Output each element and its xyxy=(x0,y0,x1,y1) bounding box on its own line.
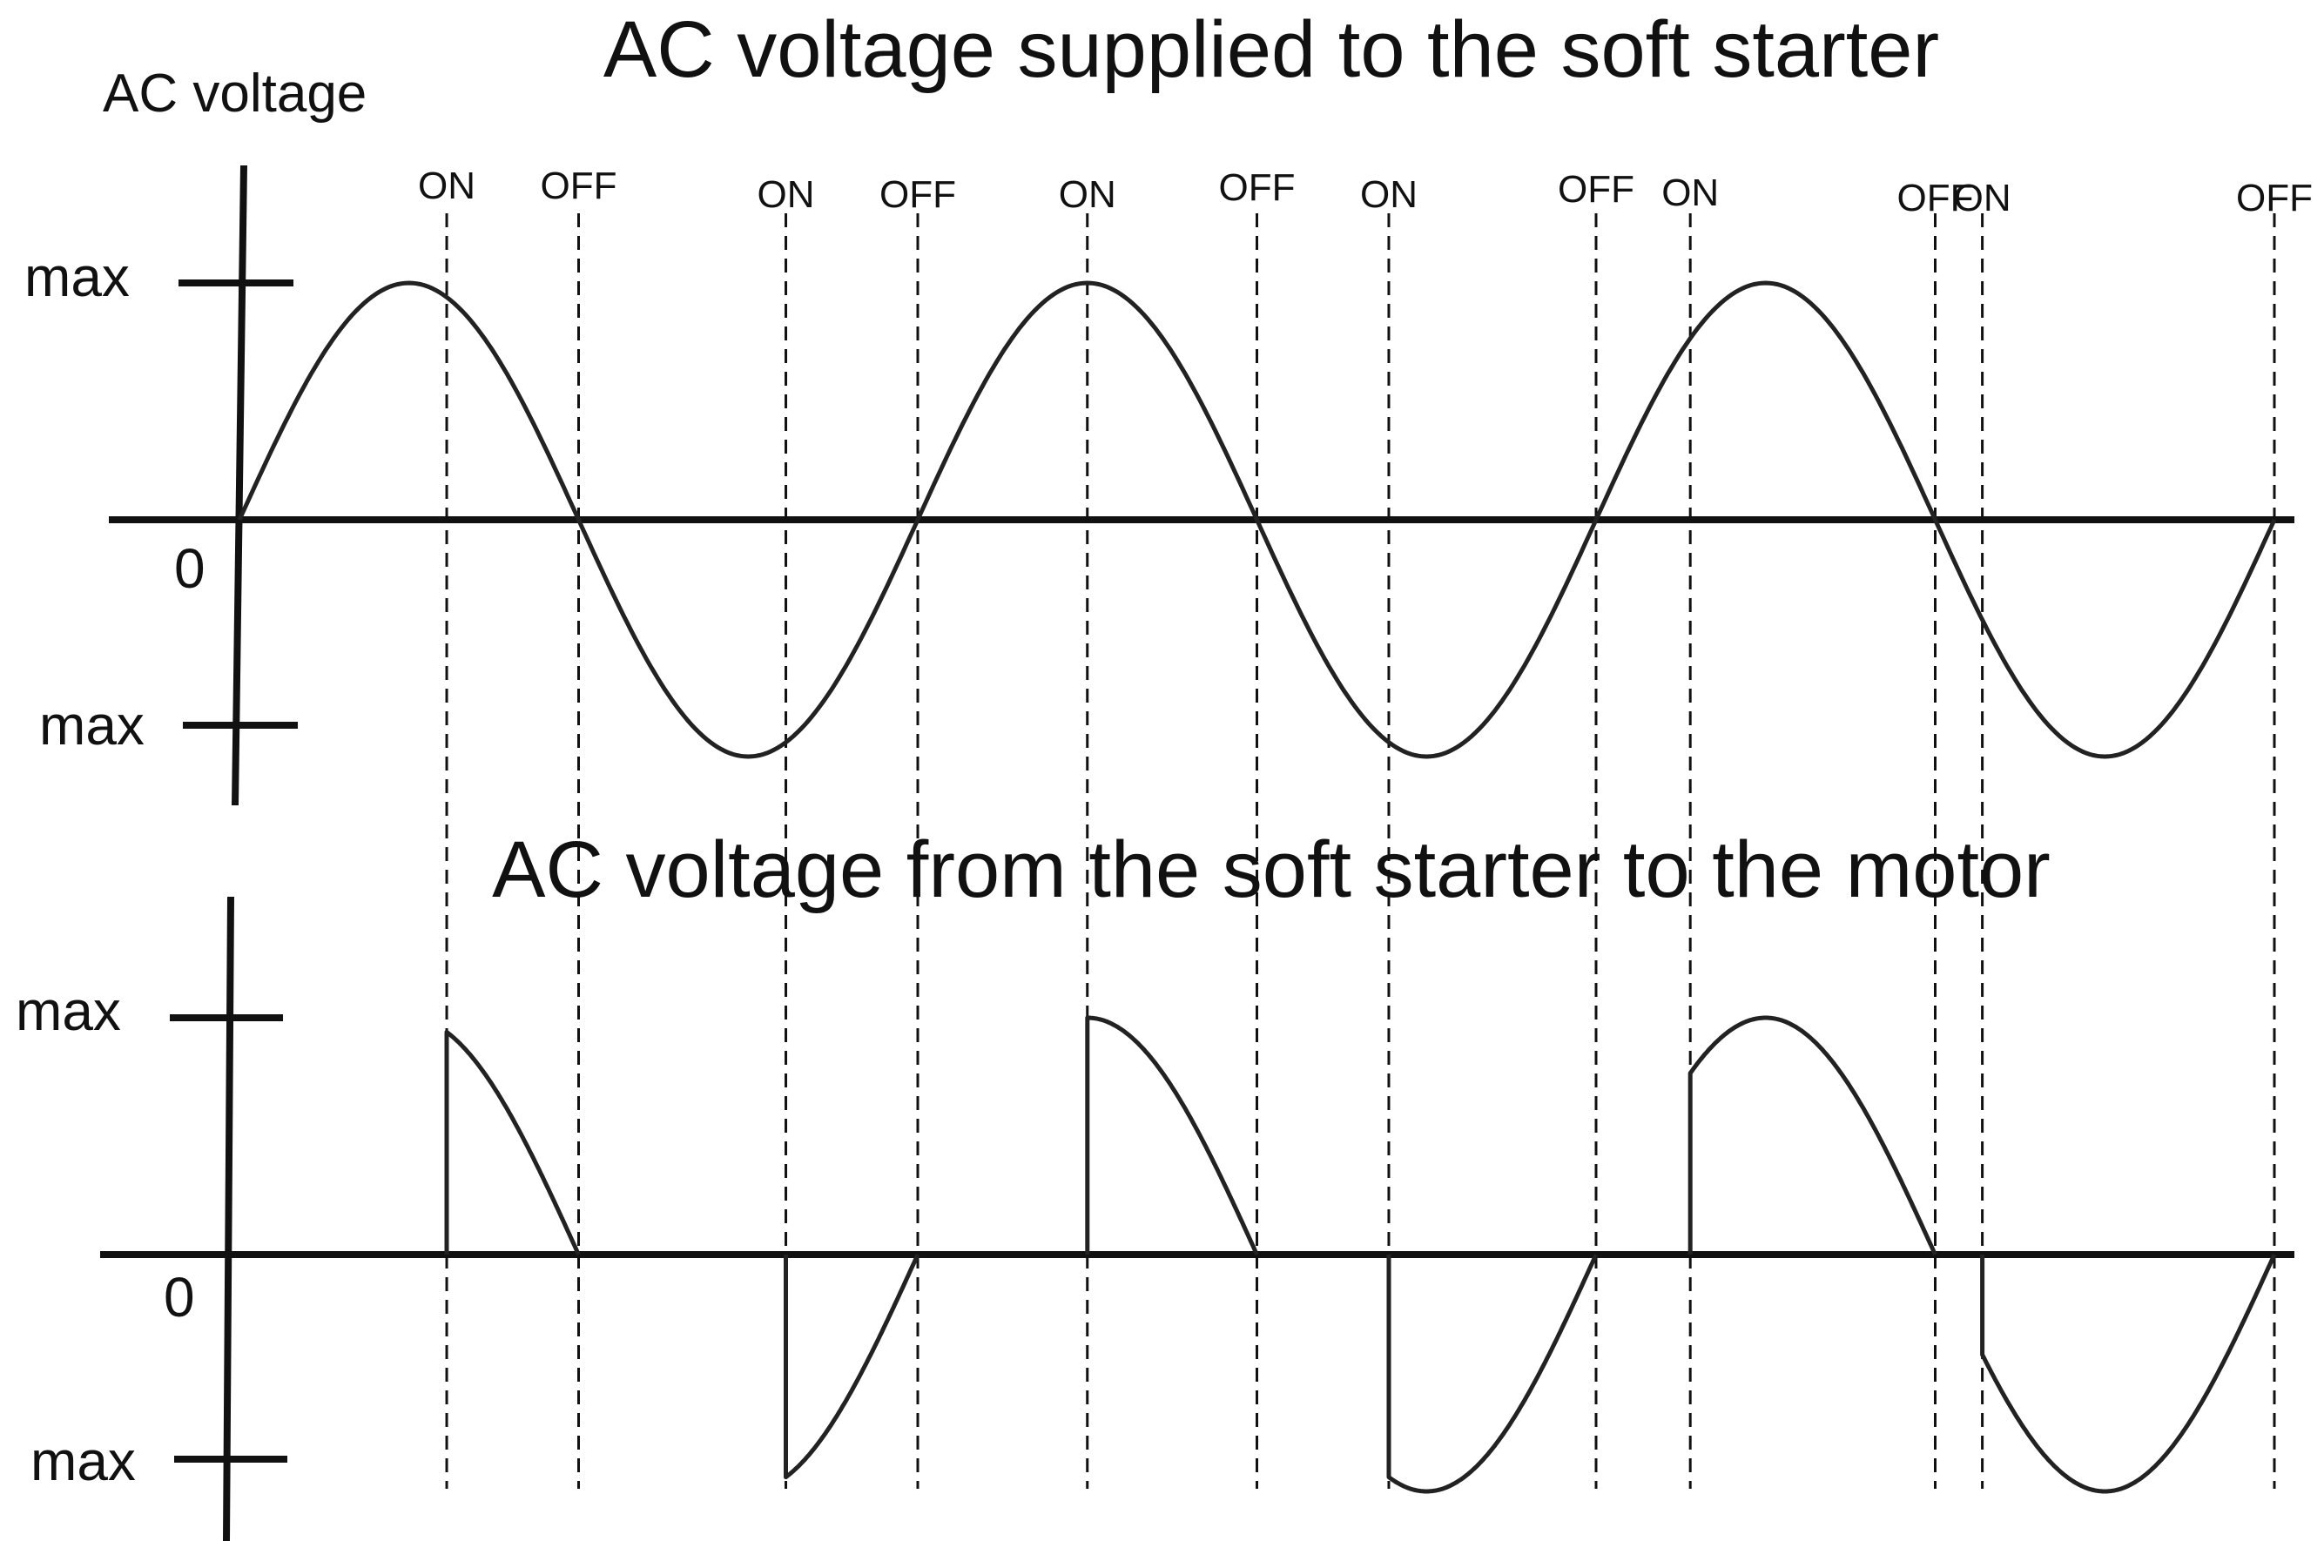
motor-voltage-segment xyxy=(1980,1253,2277,1494)
off-marker-label: OFF xyxy=(541,165,617,207)
motor-voltage-segment xyxy=(444,1029,581,1256)
off-marker-label: OFF xyxy=(2236,177,2313,219)
motor-voltage-segment xyxy=(1687,1015,1937,1256)
off-marker-label: OFF xyxy=(879,173,956,216)
on-marker-label: ON xyxy=(1661,172,1719,214)
bottom-max-upper-label: max xyxy=(16,979,121,1042)
bottom-max-lower-label: max xyxy=(30,1430,136,1492)
bottom-panel-axes xyxy=(100,896,2294,1542)
top-max-lower-label: max xyxy=(39,694,145,757)
top-panel-axes xyxy=(109,165,2294,806)
motor-voltage-segment xyxy=(784,1253,920,1480)
off-marker-label: OFF xyxy=(1897,177,1974,219)
y-axis-title: AC voltage xyxy=(103,64,367,124)
off-marker-label: OFF xyxy=(1558,168,1634,211)
waveforms xyxy=(237,280,2277,1494)
bottom-y-axis xyxy=(223,896,234,1542)
supply-sine-wave xyxy=(237,280,2277,759)
top-zero-label: 0 xyxy=(174,537,205,600)
motor-voltage-segment xyxy=(1386,1253,1599,1494)
top-panel-title: AC voltage supplied to the soft starter xyxy=(603,5,1939,94)
off-marker-label: OFF xyxy=(1219,166,1296,209)
bottom-zero-label: 0 xyxy=(164,1266,195,1329)
bottom-panel-title: AC voltage from the soft starter to the … xyxy=(492,825,2051,914)
top-y-axis xyxy=(232,165,247,806)
on-marker-label: ON xyxy=(418,165,475,207)
top-max-upper-label: max xyxy=(24,246,130,308)
on-marker-label: ON xyxy=(758,173,815,216)
on-marker-label: ON xyxy=(1059,173,1116,216)
on-marker-label: ON xyxy=(1954,177,2011,219)
on-marker-label: ON xyxy=(1360,173,1418,216)
motor-voltage-segment xyxy=(1085,1015,1259,1256)
